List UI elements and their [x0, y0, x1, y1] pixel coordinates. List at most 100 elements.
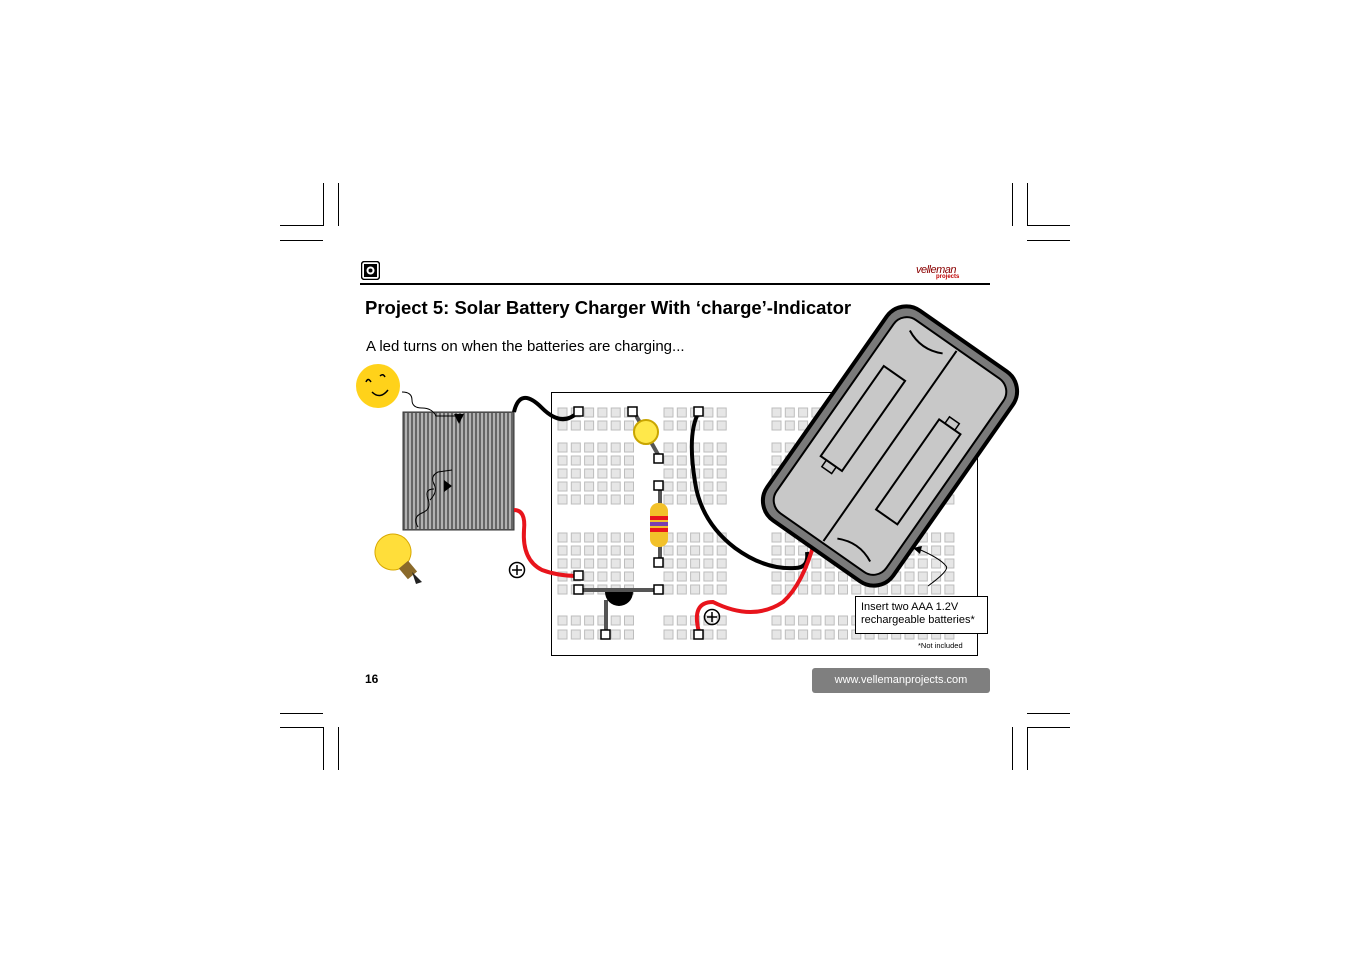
- crop-mark: [323, 183, 324, 226]
- light-bulb-icon: [374, 533, 422, 584]
- solar-panel-icon: [402, 411, 515, 531]
- page-number: 16: [365, 672, 379, 686]
- breadboard-hole: [610, 494, 621, 505]
- breadboard-hole: [570, 532, 581, 543]
- breadboard-hole: [703, 615, 714, 626]
- breadboard-hole: [676, 571, 687, 582]
- breadboard-hole: [663, 494, 674, 505]
- breadboard-hole: [676, 629, 687, 640]
- breadboard-hole: [570, 558, 581, 569]
- breadboard-hole: [811, 584, 822, 595]
- breadboard-hole: [771, 420, 782, 431]
- breadboard-hole: [811, 629, 822, 640]
- breadboard-hole: [663, 442, 674, 453]
- breadboard-hole: [610, 629, 621, 640]
- breadboard-hole: [610, 571, 621, 582]
- website-link[interactable]: www.vellemanprojects.com: [812, 668, 990, 693]
- breadboard-hole: [811, 571, 822, 582]
- breadboard-hole: [676, 615, 687, 626]
- breadboard-hole: [798, 545, 809, 556]
- header-badge-icon: [360, 260, 381, 281]
- breadboard-hole: [570, 455, 581, 466]
- breadboard-hole: [610, 558, 621, 569]
- breadboard-hole: [771, 442, 782, 453]
- breadboard-hole: [570, 481, 581, 492]
- breadboard-hole: [824, 615, 835, 626]
- breadboard-hole: [771, 571, 782, 582]
- breadboard-hole: [597, 407, 608, 418]
- red-wire: [694, 539, 817, 633]
- breadboard-hole: [557, 455, 568, 466]
- crop-mark: [1012, 727, 1013, 770]
- breadboard-hole: [663, 629, 674, 640]
- breadboard-hole: [771, 615, 782, 626]
- breadboard-hole: [703, 468, 714, 479]
- breadboard-hole: [610, 442, 621, 453]
- breadboard-hole: [716, 455, 727, 466]
- resistor-icon: [650, 503, 668, 547]
- breadboard-hole: [676, 442, 687, 453]
- breadboard-hole: [703, 455, 714, 466]
- breadboard-hole: [584, 558, 595, 569]
- breadboard-hole: [784, 545, 795, 556]
- crop-mark: [280, 240, 323, 241]
- breadboard-hole: [610, 532, 621, 543]
- breadboard-hole: [584, 532, 595, 543]
- breadboard-hole: [716, 571, 727, 582]
- battery-note: Insert two AAA 1.2V rechargeable batteri…: [855, 596, 988, 634]
- crop-mark: [1027, 727, 1028, 770]
- breadboard-hole: [624, 545, 634, 556]
- breadboard-hole: [624, 558, 634, 569]
- breadboard-hole: [557, 584, 568, 595]
- breadboard-hole: [931, 545, 942, 556]
- breadboard-hole: [690, 558, 701, 569]
- breadboard-hole: [771, 584, 782, 595]
- breadboard-hole: [597, 558, 608, 569]
- breadboard-hole: [624, 629, 634, 640]
- breadboard-hole: [944, 558, 955, 569]
- plus-icon: [703, 608, 721, 626]
- crop-mark: [280, 713, 323, 714]
- crop-mark: [280, 225, 323, 226]
- battery-note-line1: Insert two AAA 1.2V: [861, 601, 959, 613]
- breadboard-hole: [771, 455, 782, 466]
- breadboard-hole: [663, 481, 674, 492]
- breadboard-hole: [557, 532, 568, 543]
- breadboard-hole: [624, 481, 634, 492]
- page-subtitle: A led turns on when the batteries are ch…: [366, 338, 685, 355]
- breadboard-hole: [597, 468, 608, 479]
- breadboard-hole: [584, 481, 595, 492]
- breadboard-hole: [703, 558, 714, 569]
- breadboard-hole: [624, 420, 634, 431]
- breadboard-hole: [703, 629, 714, 640]
- breadboard-hole: [624, 455, 634, 466]
- breadboard-hole: [703, 407, 714, 418]
- breadboard-hole: [676, 545, 687, 556]
- breadboard-hole: [716, 420, 727, 431]
- breadboard-hole: [703, 532, 714, 543]
- velleman-logo: velleman: [916, 264, 957, 276]
- breadboard-hole: [663, 558, 674, 569]
- breadboard-hole: [570, 629, 581, 640]
- breadboard-hole: [584, 571, 595, 582]
- breadboard-hole: [703, 545, 714, 556]
- crop-mark: [280, 727, 323, 728]
- breadboard-hole: [891, 584, 902, 595]
- breadboard-hole: [838, 571, 848, 582]
- page-title: Project 5: Solar Battery Charger With ‘c…: [365, 297, 852, 318]
- breadboard-hole: [557, 481, 568, 492]
- breadboard-hole: [931, 558, 942, 569]
- footnote: *Not included: [918, 641, 963, 650]
- breadboard-hole: [584, 629, 595, 640]
- breadboard-hole: [557, 558, 568, 569]
- breadboard-hole: [610, 481, 621, 492]
- red-wire: [513, 508, 579, 578]
- breadboard-hole: [597, 571, 608, 582]
- breadboard-hole: [690, 532, 701, 543]
- black-wire: [512, 396, 580, 421]
- breadboard-hole: [597, 532, 608, 543]
- breadboard-hole: [610, 407, 621, 418]
- battery-note-line2: rechargeable batteries*: [861, 614, 975, 626]
- breadboard-hole: [716, 584, 727, 595]
